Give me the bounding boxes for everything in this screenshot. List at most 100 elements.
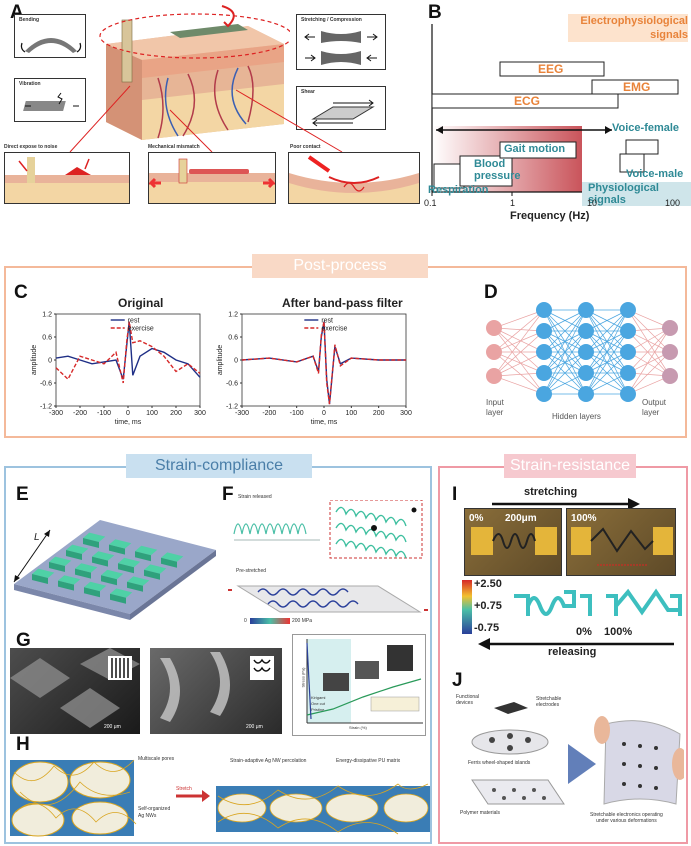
island-top <box>110 588 133 598</box>
island-side <box>92 556 108 567</box>
panel-j-letter: J <box>452 670 463 691</box>
eeg-bar <box>499 61 605 77</box>
nn-edge <box>493 327 545 374</box>
shear-icon <box>311 99 375 127</box>
nn-edge <box>585 309 629 395</box>
sem-image-2: 200 μm <box>150 648 282 734</box>
island-top <box>75 563 98 573</box>
length-arrowheads <box>14 530 50 582</box>
island-side <box>135 551 151 562</box>
nn-edge <box>627 330 671 377</box>
island-top <box>84 581 107 592</box>
cb-hi: +2.50 <box>474 578 502 590</box>
issue-mismatch-label: Mechanical mismatch <box>148 144 200 150</box>
nn-node <box>578 365 594 381</box>
nn-edge <box>585 309 629 374</box>
issue-noise-box <box>4 152 130 204</box>
island-side <box>58 580 74 591</box>
island-top <box>161 552 184 562</box>
nn-edge <box>627 327 671 353</box>
respiration-bar <box>433 163 465 189</box>
frequency-range-chart <box>431 24 680 196</box>
panel-h-letter: H <box>16 734 30 755</box>
nn-edge <box>493 351 545 374</box>
nn-node <box>536 302 552 318</box>
series-exercise <box>55 321 201 384</box>
nn-edge <box>493 327 545 353</box>
stress-strain-plot: Kirigami One cut Pristine Strain (%) Str… <box>292 634 426 736</box>
h-matrix-label: Energy-dissipative PU matrix <box>336 758 401 764</box>
nn-edge <box>585 351 629 395</box>
y-tick-label: 0.6 <box>228 335 238 342</box>
voice-male-label: Voice-male <box>626 168 684 180</box>
electro-group-label: Electrophysiological signals <box>568 14 688 42</box>
blood-line-1: Blood <box>474 158 506 170</box>
nn-node <box>620 323 636 339</box>
island-side <box>110 593 126 604</box>
y-tick-label: -1.2 <box>226 404 238 411</box>
vibration-label: Vibration <box>19 81 41 87</box>
contact-illustration <box>289 155 419 203</box>
y-tick-label: 0 <box>234 358 238 365</box>
strain-colorbar <box>462 580 472 634</box>
hidden-layers-label: Hidden layers <box>552 412 601 421</box>
eeg-label: EEG <box>538 62 564 76</box>
nn-edge <box>493 372 545 377</box>
nn-node <box>486 368 502 384</box>
input-line-2: layer <box>486 408 504 417</box>
panel-i-letter: I <box>452 484 458 505</box>
neural-network-diagram <box>486 302 678 402</box>
tick-10: 10 <box>587 198 598 208</box>
f-scale-hi: 200 MPa <box>292 618 313 624</box>
x-tick-label: 300 <box>400 410 412 417</box>
legend-label: exercise <box>321 326 347 333</box>
panel-a-connectors <box>69 85 343 153</box>
nn-edge <box>493 327 545 332</box>
output-layer-label: Output layer <box>642 398 666 418</box>
y-tick-label: 0.6 <box>42 335 52 342</box>
nn-edge <box>493 309 545 329</box>
c-right-title: After band-pass filter <box>282 296 403 310</box>
nn-edge <box>493 327 545 395</box>
voice-female-bar <box>625 139 659 155</box>
nn-edge <box>627 327 671 374</box>
nn-edge <box>493 351 545 395</box>
nn-edge <box>543 351 587 395</box>
nn-edge <box>585 309 629 353</box>
nn-edge <box>627 351 671 377</box>
j-functional-1: Functional <box>456 694 480 700</box>
electro-line-2: signals <box>650 29 688 41</box>
stretching-arrow <box>492 498 640 508</box>
nn-node <box>620 386 636 402</box>
nn-node <box>662 368 678 384</box>
g-xlabel: Strain (%) <box>349 725 367 730</box>
nn-node <box>536 323 552 339</box>
x-tick-label: 300 <box>194 410 206 417</box>
nn-edge <box>543 309 587 353</box>
i-0-bottom: 0% <box>576 626 592 638</box>
shear-label: Shear <box>301 89 315 95</box>
resistance-title: Strain-resistance <box>504 454 636 478</box>
compliance-title: Strain-compliance <box>126 454 312 478</box>
length-arrow <box>13 529 51 583</box>
f-colorbar <box>250 618 290 624</box>
nn-node <box>578 323 594 339</box>
x-tick-label: 200 <box>170 410 182 417</box>
nn-node <box>662 320 678 336</box>
x-tick-label: 0 <box>322 410 326 417</box>
input-layer-label: Input layer <box>486 398 504 418</box>
j-stretchable-label: Stretchable electrodes <box>536 696 561 708</box>
i-scale-label: 200μm <box>505 513 537 524</box>
j-ferris-label: Ferris wheel-shaped islands <box>468 760 531 766</box>
nn-edge <box>493 330 545 377</box>
nn-edge <box>543 330 587 395</box>
nn-node <box>620 302 636 318</box>
bending-label: Bending <box>19 17 39 23</box>
y-tick-label: -0.6 <box>226 381 238 388</box>
nn-edge <box>585 330 629 395</box>
micrograph-0: 0% 200μm <box>464 508 562 576</box>
ecg-bar <box>431 93 619 109</box>
tick-0.1: 0.1 <box>424 198 437 208</box>
c-ylabel: amplitude <box>31 345 38 375</box>
